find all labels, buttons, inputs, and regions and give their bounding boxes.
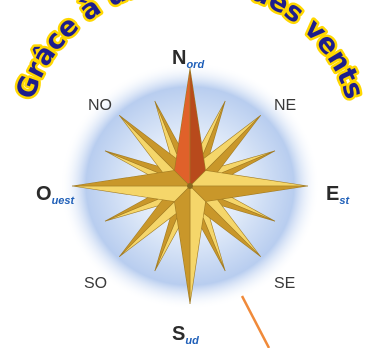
center-dot bbox=[187, 183, 193, 189]
label-west-initial: O bbox=[36, 183, 52, 205]
label-north-rest: ord bbox=[186, 59, 204, 71]
label-south: Sud bbox=[172, 323, 199, 347]
label-north-initial: N bbox=[172, 47, 186, 69]
label-east-initial: E bbox=[326, 183, 339, 205]
label-northeast: NE bbox=[274, 97, 296, 114]
label-south-initial: S bbox=[172, 323, 185, 345]
label-east-rest: st bbox=[339, 195, 350, 207]
label-southeast: SE bbox=[274, 275, 295, 292]
label-south-rest: ud bbox=[185, 335, 199, 347]
label-northwest: NO bbox=[88, 97, 112, 114]
pointer-line bbox=[242, 296, 269, 348]
label-north: Nord bbox=[172, 47, 204, 71]
label-west-rest: uest bbox=[52, 195, 76, 207]
label-east: Est bbox=[326, 183, 350, 207]
label-southwest: SO bbox=[84, 275, 107, 292]
